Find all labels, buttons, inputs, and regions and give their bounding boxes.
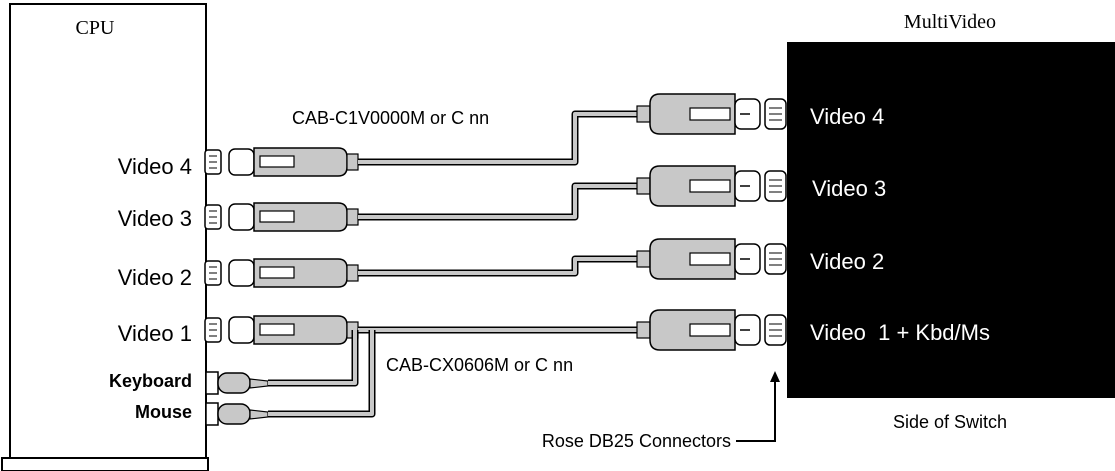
- cpu-box: [9, 3, 207, 459]
- cpu-port-label-video-3: Video 3: [118, 206, 192, 231]
- cpu-port-label-video-2: Video 2: [118, 265, 192, 290]
- cpu-plug-video-1: [228, 315, 359, 345]
- switch-plug-video-4: [636, 93, 761, 135]
- cpu-db25-port: [204, 149, 222, 175]
- cable-keyboard: [268, 330, 359, 387]
- switch-title: MultiVideo: [904, 11, 996, 33]
- switch-side-plugs: [636, 93, 761, 351]
- switch-plug-video-2: [636, 238, 761, 280]
- callout-arrowhead: [770, 371, 780, 382]
- mouse-label: Mouse: [135, 402, 192, 422]
- switch-db25-port: [764, 243, 787, 275]
- switch-db25-port: [764, 98, 787, 130]
- switch-port-label-video-3: Video 3: [812, 176, 886, 201]
- cpu-plug-video-4: [228, 147, 359, 177]
- switch-db25-port: [764, 314, 787, 346]
- cpu-db25-port: [204, 260, 222, 286]
- cpu-plug-video-2: [228, 258, 359, 288]
- cpu-base: [1, 457, 209, 471]
- cpu-title: CPU: [76, 17, 115, 39]
- cable-label-top-bg: [290, 103, 570, 131]
- cable-label-bottom: CAB-CX0606M or C nn: [386, 355, 573, 375]
- switch-box: [787, 42, 1115, 398]
- cpu-side-plugs: [205, 147, 359, 426]
- switch-port-label-video-2: Video 2: [810, 249, 884, 274]
- cpu-port-label-video-1: Video 1: [118, 321, 192, 346]
- cpu-plug-video-3: [228, 202, 359, 232]
- connector-callout: Rose DB25 Connectors: [542, 371, 780, 451]
- cable-video-4: [358, 110, 639, 166]
- keyboard-label: Keyboard: [109, 371, 192, 391]
- switch-port-label-video-4: Video 4: [810, 104, 884, 129]
- switch-port-label-video-1-kbd-ms: Video 1 + Kbd/Ms: [810, 320, 990, 345]
- cable-video-2: [358, 255, 639, 277]
- switch-plug-video-3: [636, 165, 761, 207]
- cables: [268, 110, 639, 418]
- connector-label: Rose DB25 Connectors: [542, 431, 731, 451]
- cpu-db25-ports: [204, 149, 222, 343]
- cpu-db25-port: [204, 204, 222, 230]
- switch-side-label: Side of Switch: [893, 412, 1007, 432]
- switch-db25-port: [764, 170, 787, 202]
- cpu-unit: CPU Video 4 Video 3 Video 2 Video 1 Keyb…: [1, 3, 209, 471]
- cpu-db25-port: [204, 317, 222, 343]
- cable-label-top: CAB-C1V0000M or C nn: [292, 108, 489, 128]
- callout-line: [736, 378, 776, 442]
- cable-mouse: [268, 330, 376, 418]
- cable-video-3: [358, 182, 639, 221]
- switch-plug-video-1: [636, 309, 761, 351]
- cpu-port-label-video-4: Video 4: [118, 154, 192, 179]
- keyboard-plug: [205, 371, 269, 395]
- switch-db25-ports: [764, 98, 787, 346]
- mouse-plug: [205, 402, 269, 426]
- multivideo-switch: MultiVideo Video 4 Video 3 Video 2 Video…: [787, 11, 1115, 432]
